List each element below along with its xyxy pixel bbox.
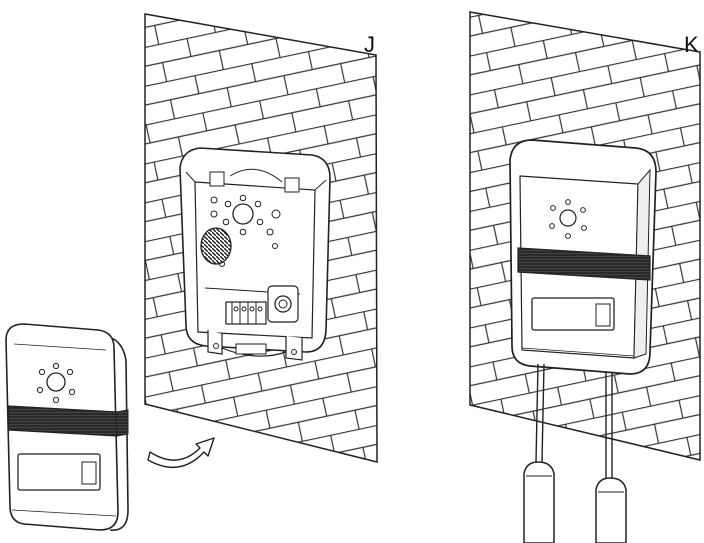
mounting-bracket — [179, 147, 331, 361]
cable-plug-icon — [523, 363, 627, 543]
doorbell-front-cover — [5, 323, 129, 531]
speaker-grille — [200, 227, 232, 265]
attach-arrow-icon — [147, 437, 215, 469]
mounted-doorbell — [509, 139, 657, 375]
step-label-j: J — [364, 32, 375, 57]
step-label-k: K — [684, 32, 699, 57]
camera-lens — [222, 194, 264, 236]
